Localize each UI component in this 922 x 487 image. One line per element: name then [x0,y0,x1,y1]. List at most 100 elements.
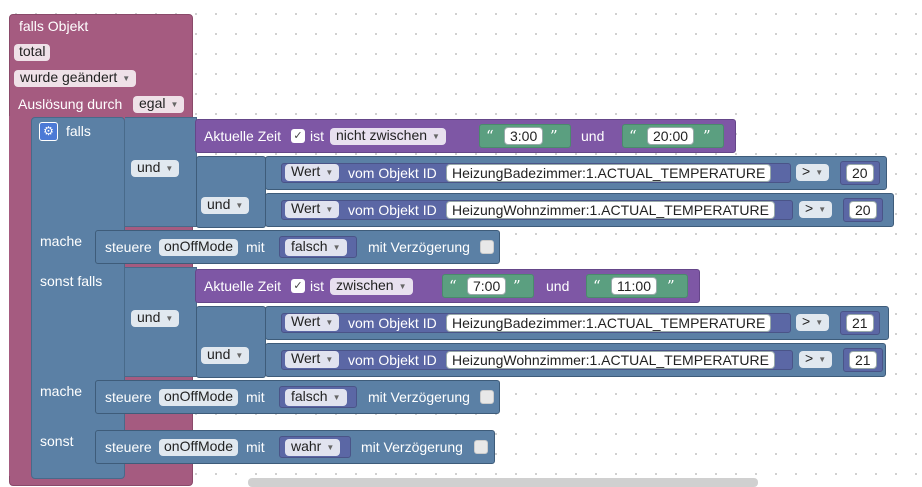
time-mode-dropdown-1[interactable]: nicht zwischen▼ [330,128,446,145]
time-ist-2: ist [310,278,324,294]
time-to-block-2[interactable]: “ 11:00 ” [586,274,688,298]
if-falls-label: falls [66,123,91,139]
action-delay-label: mit Verzögerung [361,439,463,455]
value-type-dropdown[interactable]: Wert▼ [285,201,340,218]
quote-open-icon: “ [486,127,494,145]
time-und-2: und [546,278,570,294]
logic-and-dropdown-2[interactable]: und▼ [201,197,250,214]
chevron-down-icon: ▼ [235,351,244,360]
logic-and-dropdown-3[interactable]: und▼ [131,310,180,327]
time-label-2: Aktuelle Zeit [204,278,282,294]
quote-close-icon: ” [667,277,675,295]
trigger-label: Auslösung durch [18,96,123,112]
number-block[interactable]: 21 [840,311,880,335]
if-block[interactable] [31,117,125,479]
action-mit: mit [246,439,265,455]
checkbox-icon[interactable] [480,390,494,404]
logic-and-block-2[interactable] [196,306,266,378]
number-block[interactable]: 20 [840,161,880,185]
time-mode-dropdown-2[interactable]: zwischen▼ [330,278,413,295]
bool-dropdown[interactable]: falsch▼ [285,389,347,406]
object-id-field[interactable]: HeizungWohnzimmer:1.ACTUAL_TEMPERATURE [446,351,775,369]
event-condition-dropdown[interactable]: wurde geändert▼ [14,70,137,87]
chevron-down-icon: ▼ [818,205,827,214]
checkbox-icon[interactable] [474,440,488,454]
number-field[interactable]: 21 [846,314,874,332]
chevron-down-icon: ▼ [325,318,334,327]
checkbox-icon[interactable] [480,240,494,254]
if-sonst-label: sonst [40,433,74,449]
checkbox-icon[interactable]: ✓ [291,279,305,293]
checkbox-icon[interactable]: ✓ [291,129,305,143]
event-block-inner-gap [9,116,31,476]
time-label-1: Aktuelle Zeit [204,128,282,144]
time-to-field-2[interactable]: 11:00 [611,277,657,295]
horizontal-scrollbar[interactable] [248,478,758,487]
quote-close-icon: ” [513,277,521,295]
chevron-down-icon: ▼ [818,355,827,364]
action-delay-label: mit Verzögerung [368,389,470,405]
object-id-field[interactable]: HeizungBadezimmer:1.ACTUAL_TEMPERATURE [446,164,772,182]
time-from-block-1[interactable]: “ 3:00 ” [479,124,571,148]
chevron-down-icon: ▼ [332,243,341,252]
action-delay-label: mit Verzögerung [368,239,470,255]
chevron-down-icon: ▼ [398,282,407,291]
value-type-dropdown[interactable]: Wert▼ [285,351,340,368]
action-variable[interactable]: onOffMode [159,389,239,406]
bool-dropdown[interactable]: falsch▼ [285,239,347,256]
number-field[interactable]: 20 [846,164,874,182]
logic-and-block-1[interactable] [196,156,266,228]
value-vom-label: vom Objekt ID [348,352,437,368]
chevron-down-icon: ▼ [325,355,334,364]
action-label: steuere [105,439,152,455]
number-block[interactable]: 21 [843,348,883,372]
event-title: falls Objekt [19,18,89,34]
chevron-down-icon: ▼ [165,164,174,173]
time-from-block-2[interactable]: “ 7:00 ” [442,274,534,298]
trigger-dropdown[interactable]: egal▼ [133,96,185,113]
chevron-down-icon: ▼ [815,318,824,327]
chevron-down-icon: ▼ [235,201,244,210]
time-ist-1: ist [310,128,324,144]
operator-dropdown[interactable]: >▼ [796,164,830,181]
value-type-dropdown[interactable]: Wert▼ [285,314,340,331]
operator-dropdown[interactable]: >▼ [796,314,830,331]
value-vom-label: vom Objekt ID [348,202,437,218]
operator-dropdown[interactable]: >▼ [799,201,833,218]
time-und-1: und [581,128,605,144]
object-id-field[interactable]: HeizungWohnzimmer:1.ACTUAL_TEMPERATURE [446,201,775,219]
number-field[interactable]: 20 [849,201,877,219]
gear-icon[interactable]: ⚙ [39,122,58,141]
quote-open-icon: “ [593,277,601,295]
chevron-down-icon: ▼ [165,314,174,323]
if-mache-label-2: mache [40,383,83,399]
action-mit: mit [246,239,265,255]
action-label: steuere [105,389,152,405]
bool-dropdown[interactable]: wahr▼ [285,439,341,456]
chevron-down-icon: ▼ [332,393,341,402]
value-vom-label: vom Objekt ID [348,165,437,181]
number-block[interactable]: 20 [843,198,883,222]
action-mit: mit [246,389,265,405]
action-variable[interactable]: onOffMode [159,239,239,256]
chevron-down-icon: ▼ [326,443,335,452]
chevron-down-icon: ▼ [170,100,179,109]
event-object[interactable]: total [14,44,51,61]
action-label: steuere [105,239,152,255]
operator-dropdown[interactable]: >▼ [799,351,833,368]
number-field[interactable]: 21 [849,351,877,369]
time-to-field-1[interactable]: 20:00 [647,127,695,145]
logic-and-dropdown-1[interactable]: und▼ [131,160,180,177]
action-variable[interactable]: onOffMode [159,439,239,456]
quote-close-icon: ” [703,127,711,145]
logic-and-dropdown-4[interactable]: und▼ [201,347,250,364]
time-to-block-1[interactable]: “ 20:00 ” [622,124,724,148]
value-vom-label: vom Objekt ID [348,315,437,331]
time-from-field-2[interactable]: 7:00 [467,277,507,295]
value-type-dropdown[interactable]: Wert▼ [285,164,340,181]
quote-close-icon: ” [550,127,558,145]
time-from-field-1[interactable]: 3:00 [504,127,544,145]
chevron-down-icon: ▼ [325,205,334,214]
chevron-down-icon: ▼ [122,74,131,83]
object-id-field[interactable]: HeizungBadezimmer:1.ACTUAL_TEMPERATURE [446,314,772,332]
